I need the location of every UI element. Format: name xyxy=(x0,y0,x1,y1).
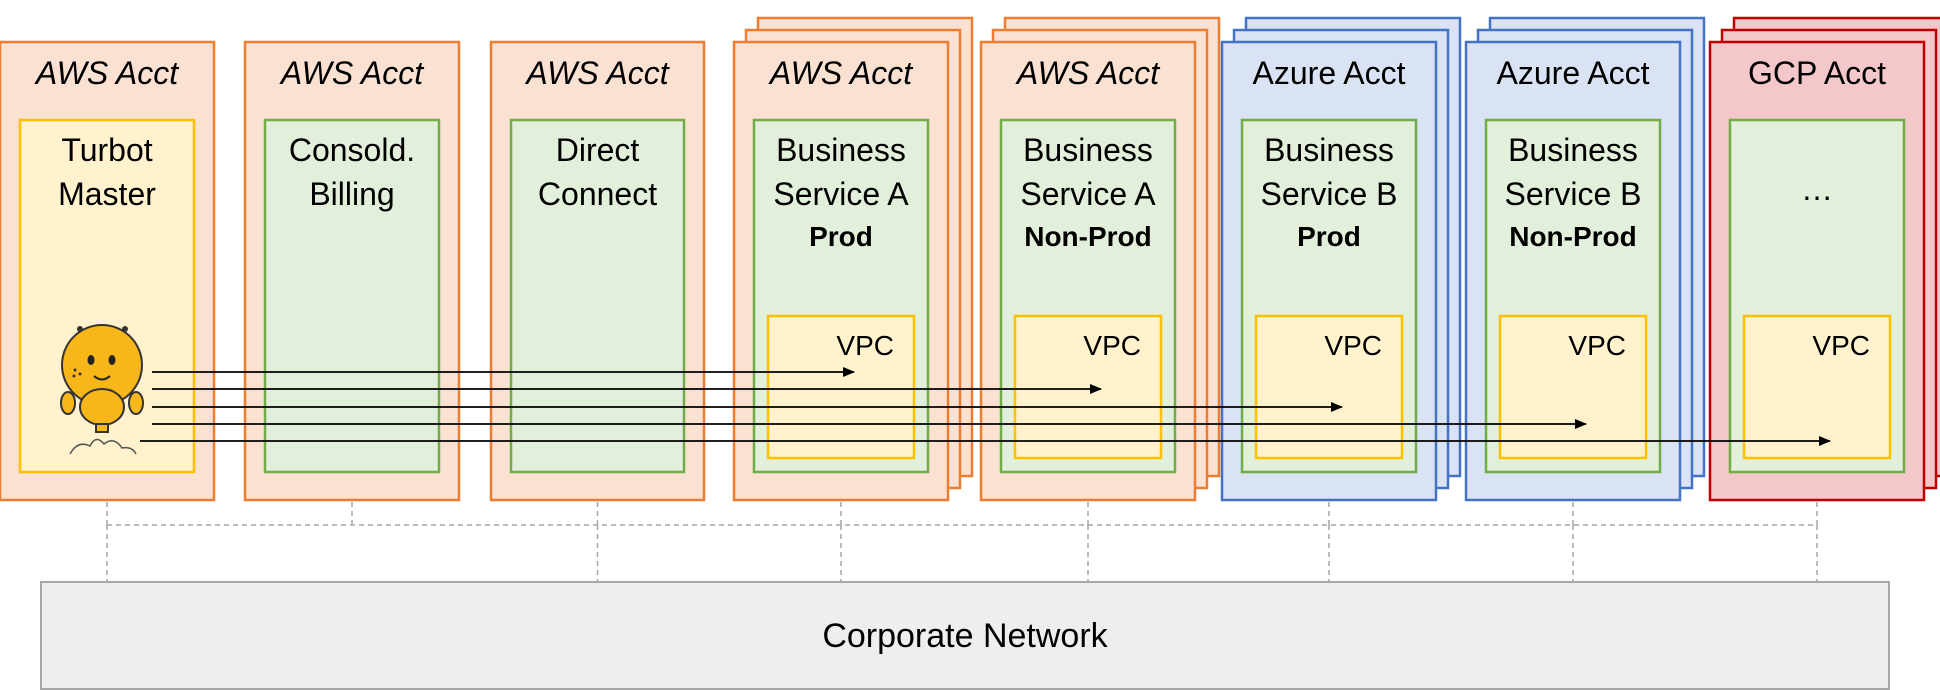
service-label-line: Consold. xyxy=(289,132,415,168)
account-title: AWS Acct xyxy=(768,55,913,91)
service-label-line: Service A xyxy=(1020,176,1156,212)
service-label-line: Business xyxy=(1264,132,1394,168)
service-label-line: Business xyxy=(1508,132,1638,168)
service-label-line: Service A xyxy=(773,176,909,212)
vpc-box xyxy=(766,314,916,460)
vpc-label: VPC xyxy=(1812,330,1870,361)
service-label-line: Business xyxy=(776,132,906,168)
account-title: AWS Acct xyxy=(524,55,669,91)
service-box xyxy=(263,118,441,474)
vpc-label: VPC xyxy=(1083,330,1141,361)
account-title: AWS Acct xyxy=(34,55,179,91)
environment-label: Non-Prod xyxy=(1509,221,1637,252)
vpc-box xyxy=(1013,314,1163,460)
service-label-line: Billing xyxy=(309,176,394,212)
environment-label: Non-Prod xyxy=(1024,221,1152,252)
account-title: GCP Acct xyxy=(1748,55,1886,91)
service-label-line: Direct xyxy=(556,132,640,168)
environment-label: Prod xyxy=(1297,221,1361,252)
vpc-label: VPC xyxy=(1324,330,1382,361)
vpc-box xyxy=(1254,314,1404,460)
account-title: AWS Acct xyxy=(1015,55,1160,91)
service-label-line: Connect xyxy=(538,176,657,212)
corporate-network-box xyxy=(40,581,1890,690)
corporate-network: Corporate Network xyxy=(40,581,1890,690)
vpc-label: VPC xyxy=(1568,330,1626,361)
service-box xyxy=(509,118,686,474)
account-title: Azure Acct xyxy=(1253,55,1406,91)
service-label-line: Master xyxy=(58,176,156,212)
turbot-management-arrows xyxy=(140,367,1831,446)
vpc-box xyxy=(1742,314,1892,460)
turbot-bee-robot-icon xyxy=(60,324,144,455)
network-connections xyxy=(106,502,1818,582)
service-label-line: Service B xyxy=(1261,176,1398,212)
service-label-line: Service B xyxy=(1505,176,1642,212)
corporate-network-label: Corporate Network xyxy=(822,617,1108,655)
vpc-label: VPC xyxy=(836,330,894,361)
vpc-box xyxy=(1498,314,1648,460)
service-label-line: Business xyxy=(1023,132,1153,168)
service-label-line: … xyxy=(1801,171,1833,207)
account-gcp: GCP Acct … VPC xyxy=(1708,16,1940,502)
service-label-line: Turbot xyxy=(61,132,152,168)
account-title: Azure Acct xyxy=(1497,55,1650,91)
environment-label: Prod xyxy=(809,221,873,252)
account-title: AWS Acct xyxy=(279,55,424,91)
